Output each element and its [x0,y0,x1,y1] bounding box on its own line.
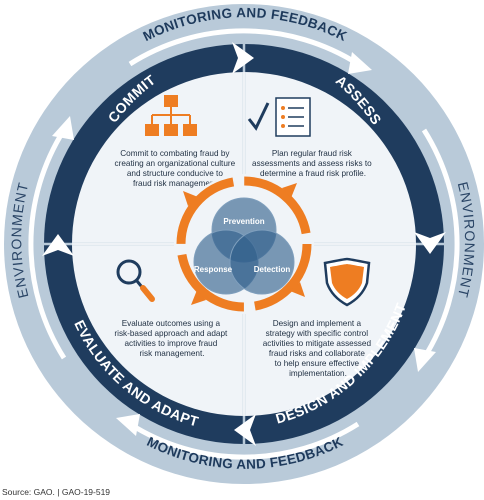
venn-diagram [193,197,295,295]
evaluate-description: Evaluate outcomes using a risk-based app… [114,319,229,358]
arrow-bottom-arc [128,421,360,460]
org-chart-icon [145,95,197,136]
design-description: Design and implement a strategy with spe… [263,319,374,378]
cycle-arrowheads [183,183,305,305]
arrowhead-top [348,52,372,74]
cycle-arrowhead-2 [290,282,305,297]
prevention-label: Prevention [223,217,264,226]
source-note: Source: GAO. | GAO-19-519 [2,487,111,497]
arrowhead-bottom [116,414,140,436]
arrowheads [52,52,436,436]
cycle-arrowhead-1 [282,183,297,198]
response-label: Response [194,265,233,274]
arrowhead-left [52,116,74,140]
cycle-ring [176,176,312,312]
environment-left: ENVIRONMENT [8,180,31,299]
phase-chevrons [42,42,446,446]
shield-icon [323,257,371,307]
chevron-right [414,232,446,254]
cycle-arrowhead-4 [183,191,198,206]
arrow-left-arc [28,128,67,360]
cycle-arrowhead-3 [191,290,206,305]
chevron-bottom [234,414,256,446]
feedback-arrows [28,28,460,460]
chevron-top [232,42,254,74]
detection-circle [229,229,295,295]
detection-label: Detection [254,265,291,274]
arrowhead-right [414,348,436,372]
chevron-left [42,234,74,256]
assess-description: Plan regular fraud risk assessments and … [252,149,374,178]
checklist-icon [247,97,311,137]
magnifier-icon [116,259,155,302]
arrow-right-arc [421,128,460,360]
commit-description: Commit to combating fraud by creating an… [115,149,238,188]
arrow-top-arc [128,28,360,67]
environment-right: ENVIRONMENT [455,180,478,299]
